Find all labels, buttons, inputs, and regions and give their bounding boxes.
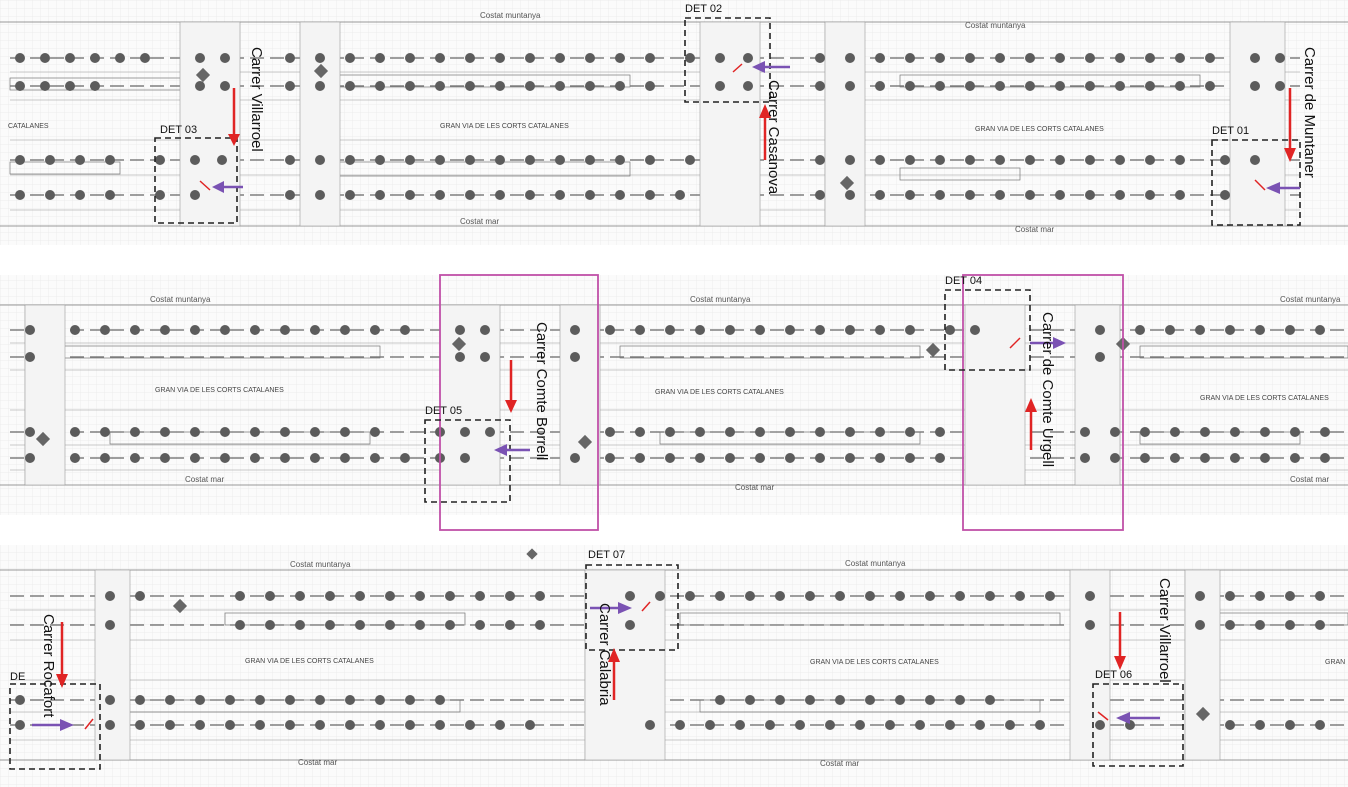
strip-3-avenue-c: GRAN [1325, 659, 1345, 666]
red-arrow-down-icon [56, 622, 68, 688]
purple-arrow-right-icon [1030, 337, 1066, 349]
strip-2-top-label-a: Costat muntanya [150, 295, 211, 304]
red-arrow-down-icon [1284, 88, 1296, 162]
det-06-box [1092, 683, 1184, 767]
strip-2: Costat muntanya Costat muntanya Costat m… [0, 274, 1348, 531]
red-arrow-up-icon [608, 648, 620, 700]
street-label-comte-borrell: Carrer Comte Borrell [533, 322, 550, 460]
det-05-box [424, 419, 511, 503]
det-01-label: DET 01 [1212, 125, 1249, 137]
strip-3-avenue-b: GRAN VIA DE LES CORTS CATALANES [810, 659, 939, 666]
strip-3-bottom-label-b: Costat mar [820, 759, 859, 768]
strip-2-avenue-c: GRAN VIA DE LES CORTS CATALANES [1200, 395, 1329, 402]
red-arrow-down-icon [505, 360, 517, 413]
strip-1-avenue-a: GRAN VIA DE LES CORTS CATALANES [440, 123, 569, 130]
det-02-label: DET 02 [685, 3, 722, 15]
purple-arrow-left-icon [1266, 182, 1300, 194]
strip-1: Costat muntanya Costat muntanya GRAN VIA… [0, 0, 1348, 245]
det-04-box [944, 289, 1031, 371]
purple-arrow-right-icon [590, 602, 632, 614]
purple-arrow-right-icon [32, 719, 74, 731]
comte-borrell-frame [439, 274, 599, 531]
det-03-box [154, 137, 238, 224]
strip-3-top-label-b: Costat muntanya [845, 559, 906, 568]
det-06-label: DET 06 [1095, 669, 1132, 681]
strip-1-avenue-b: GRAN VIA DE LES CORTS CATALANES [975, 126, 1104, 133]
strip-2-top-label-c: Costat muntanya [1280, 295, 1341, 304]
street-label-villarroel-top: Carrer Villarroel [248, 47, 265, 152]
strip-1-partial-label: CATALANES [8, 123, 49, 130]
strip-3-top-label-a: Costat muntanya [290, 560, 351, 569]
red-arrow-down-icon [228, 88, 240, 146]
strip-3-avenue-a: GRAN VIA DE LES CORTS CATALANES [245, 658, 374, 665]
strip-2-avenue-a: GRAN VIA DE LES CORTS CATALANES [155, 387, 284, 394]
street-label-comte-urgell: Carrer de Comte Urgell [1039, 312, 1056, 467]
strip-2-bottom-label-a: Costat mar [185, 475, 224, 484]
det-partial-box [9, 683, 101, 770]
strip-1-bottom-label-b: Costat mar [1015, 225, 1054, 234]
strip-2-avenue-b: GRAN VIA DE LES CORTS CATALANES [655, 389, 784, 396]
purple-arrow-left-icon [494, 444, 530, 456]
det-02-box [684, 17, 771, 103]
purple-arrow-left-icon [1116, 712, 1160, 724]
det-07-label: DET 07 [588, 549, 625, 561]
strip-1-bottom-label-a: Costat mar [460, 217, 499, 226]
purple-arrow-left-icon [212, 181, 243, 193]
purple-arrow-left-icon [752, 61, 790, 73]
red-arrow-down-icon [1114, 612, 1126, 670]
red-arrow-up-icon [759, 104, 771, 160]
street-label-calabria: Carrer Calabria [596, 603, 613, 706]
street-label-villarroel-bottom: Carrer Villarroel [1156, 578, 1173, 683]
det-04-label: DET 04 [945, 275, 982, 287]
street-label-rocafort: Carrer Rocafort [40, 614, 57, 718]
comte-urgell-frame [962, 274, 1124, 531]
strip-3-background [0, 545, 1348, 787]
street-label-casanova: Carrer Casanova [765, 80, 782, 195]
strip-2-bottom-label-b: Costat mar [735, 483, 774, 492]
strip-3-bottom-label-a: Costat mar [298, 758, 337, 767]
strip-3: Costat muntanya Costat muntanya GRAN VIA… [0, 545, 1348, 787]
strip-2-top-label-b: Costat muntanya [690, 295, 751, 304]
strip-1-top-label-a: Costat muntanya [480, 11, 541, 20]
strip-2-bottom-label-c: Costat mar [1290, 475, 1329, 484]
red-arrow-up-icon [1025, 398, 1037, 450]
det-partial-label: DE [10, 671, 25, 683]
det-05-label: DET 05 [425, 405, 462, 417]
strip-1-top-label-b: Costat muntanya [965, 21, 1026, 30]
det-07-box [585, 564, 679, 651]
det-01-box [1211, 139, 1301, 226]
street-label-muntaner: Carrer de Muntaner [1301, 47, 1318, 178]
det-03-label: DET 03 [160, 124, 197, 136]
